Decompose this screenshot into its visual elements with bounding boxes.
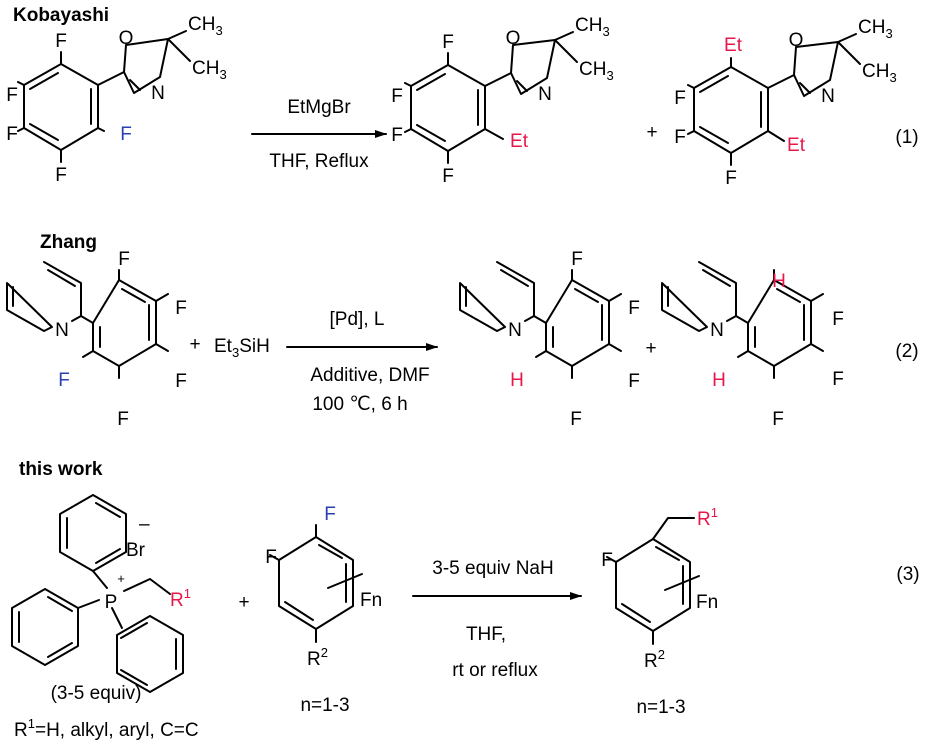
nitrogen-label: N	[151, 83, 165, 104]
fluorine-label: F	[628, 298, 640, 319]
catalyst-label: [Pd], L	[330, 309, 385, 330]
fluorine-label: F	[570, 409, 582, 430]
product-mono-hydrodefluorinated: N F F F F H	[459, 249, 640, 430]
positive-charge-label: +	[117, 571, 125, 586]
ethyl-label-red: Et	[787, 135, 806, 156]
reagent-label: EtMgBr	[287, 97, 351, 118]
fluorine-label: F	[832, 309, 844, 330]
fluorine-label: F	[725, 168, 737, 189]
product-alkylated-arene: F R1 Fn R2	[601, 505, 718, 672]
product-di-hydrodefluorinated: N H F F F H	[661, 261, 844, 430]
fluorine-label: F	[175, 298, 187, 319]
fluorine-label: F	[265, 547, 277, 568]
oxygen-label: O	[789, 30, 804, 51]
methyl-label: CH3	[858, 17, 893, 41]
fluorine-label: F	[117, 409, 129, 430]
methyl-label: CH3	[192, 58, 227, 82]
fn-substituent-label: Fn	[360, 590, 382, 611]
section-title-zhang: Zhang	[40, 232, 97, 253]
product-mono-ethylated: F F F F Et O N CH3 CH3	[391, 15, 613, 187]
oxygen-label: O	[119, 28, 134, 49]
r1-label-red: R1	[170, 586, 191, 611]
nitrogen-label: N	[710, 320, 724, 341]
oxygen-label: O	[506, 28, 521, 49]
nitrogen-label: N	[821, 86, 835, 107]
fluorine-label: F	[601, 550, 613, 571]
n-range-label: n=1-3	[636, 697, 685, 718]
fluorine-label: F	[6, 85, 18, 106]
methyl-label: CH3	[575, 15, 610, 39]
plus-sign: +	[646, 122, 657, 143]
triethylsilane-label: Et3SiH	[214, 336, 270, 360]
r2-label: R2	[644, 647, 665, 672]
plus-sign: +	[238, 592, 249, 613]
r2-label: R2	[307, 645, 328, 670]
fluorine-label: F	[175, 371, 187, 392]
fluorine-label: F	[442, 166, 454, 187]
reactant-pentafluorophenyl-pyridine: N F F F F F	[6, 249, 187, 430]
fluorine-label: F	[772, 409, 784, 430]
hydrogen-label-red: H	[510, 370, 524, 391]
fluorine-label-blue: F	[58, 370, 70, 391]
nitrogen-label: N	[538, 84, 552, 105]
fluorine-label: F	[55, 165, 67, 186]
r1-definition: R1=H, alkyl, aryl, C=C	[14, 716, 199, 741]
fluorine-label: F	[391, 86, 403, 107]
r1-label-red: R1	[697, 505, 718, 530]
temperature-label: 100 ℃, 6 h	[312, 394, 407, 415]
ethyl-label-red: Et	[510, 131, 529, 152]
methyl-label: CH3	[862, 61, 897, 85]
temperature-label: rt or reflux	[452, 660, 538, 681]
conditions-label: Additive, DMF	[310, 365, 429, 386]
fluorine-label: F	[674, 88, 686, 109]
fluorine-label: F	[391, 125, 403, 146]
bromide-label: Br	[126, 540, 146, 561]
fn-substituent-label: Fn	[696, 592, 718, 613]
fluorine-label: F	[674, 127, 686, 148]
hydrogen-label-red: H	[772, 271, 786, 292]
fluorine-label: F	[832, 369, 844, 390]
conditions-label: THF, Reflux	[269, 151, 369, 172]
equation-number-2: (2)	[895, 341, 918, 362]
equation-number-1: (1)	[895, 127, 918, 148]
plus-sign: +	[189, 334, 200, 355]
fluorine-label-blue: F	[120, 124, 132, 145]
fluorine-label: F	[55, 31, 67, 52]
reagent-label: 3-5 equiv NaH	[432, 558, 553, 579]
fluorine-label: F	[628, 371, 640, 392]
reactant-phosphonium-salt: P + Br – R1	[11, 494, 191, 693]
conditions-label: THF,	[466, 624, 506, 645]
equation-number-3: (3)	[896, 564, 919, 585]
negative-charge-label: –	[139, 514, 150, 535]
reactant-pentafluorophenyl-oxazoline: F F F F F O N CH3 CH3	[6, 14, 226, 186]
product-di-ethylated: Et F F F Et O N CH3 CH3	[674, 17, 896, 189]
fluorine-label: F	[118, 249, 130, 270]
n-range-label: n=1-3	[300, 695, 349, 716]
fluorine-label-blue: F	[324, 504, 336, 525]
section-title-kobayashi: Kobayashi	[13, 5, 109, 26]
nitrogen-label: N	[508, 320, 522, 341]
hydrogen-label-red: H	[712, 370, 726, 391]
fluorine-label: F	[571, 249, 583, 270]
methyl-label: CH3	[188, 14, 223, 38]
ethyl-label-red: Et	[724, 35, 743, 56]
section-title-this-work: this work	[19, 459, 103, 480]
equivalents-label: (3-5 equiv)	[51, 683, 142, 704]
plus-sign: +	[645, 338, 656, 359]
fluorine-label: F	[442, 32, 454, 53]
fluorine-label: F	[6, 124, 18, 145]
nitrogen-label: N	[55, 320, 69, 341]
methyl-label: CH3	[579, 59, 614, 83]
reactant-polyfluoroarene: F F Fn R2	[265, 504, 382, 670]
phosphorus-label: P	[105, 592, 118, 613]
